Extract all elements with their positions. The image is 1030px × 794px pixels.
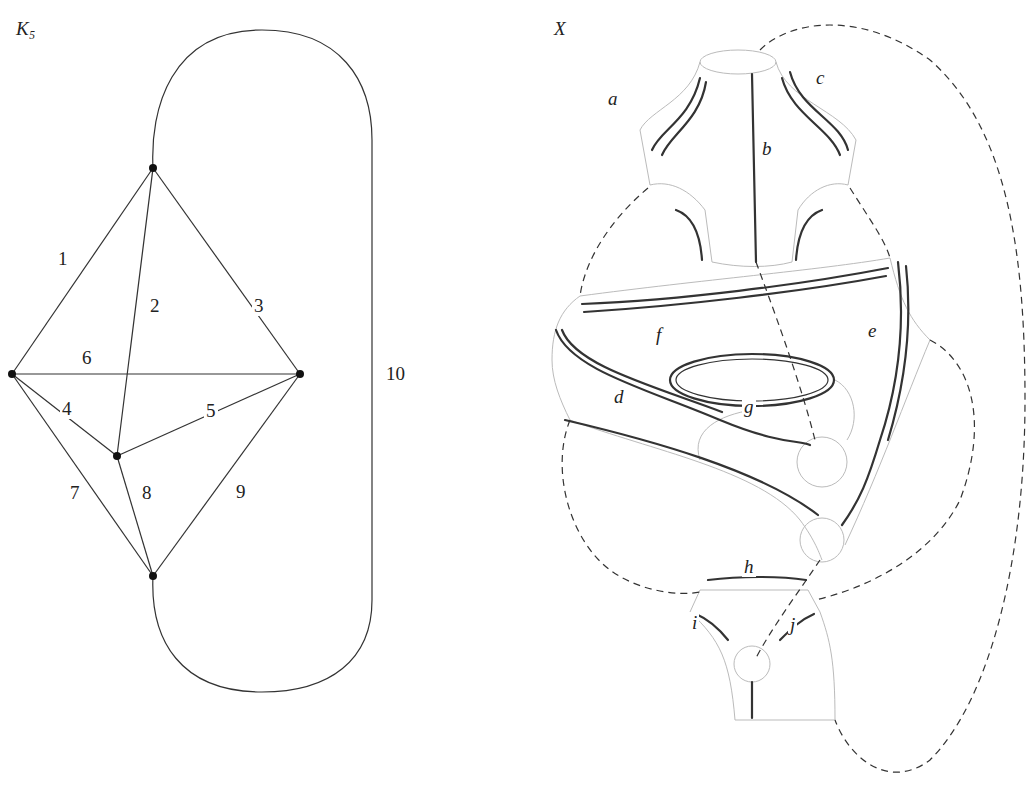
dashed-curve (756, 262, 815, 440)
edge-number: 8 (140, 482, 154, 503)
surface-curves (565, 420, 818, 515)
surface-curves (751, 682, 753, 718)
edge-number: 4 (60, 398, 74, 419)
surface-edge (845, 258, 930, 545)
curve-j (676, 359, 828, 401)
curve-label: g (742, 396, 756, 417)
graph-edge (12, 374, 117, 456)
dashed-curve (562, 420, 700, 593)
edge-number: 3 (252, 295, 266, 316)
dashed-curve (815, 340, 974, 600)
edge-number: 10 (384, 363, 407, 384)
surface-edge (690, 590, 835, 720)
curve-g (696, 614, 728, 640)
curve-label: a (606, 88, 620, 109)
graph-edge (12, 168, 153, 374)
curve-f (582, 268, 888, 312)
surface-edge (552, 296, 822, 560)
vertex-dot (149, 572, 157, 580)
dashed-curve (760, 25, 1025, 772)
boundary-circle (800, 518, 844, 562)
boundary-circle (797, 437, 847, 487)
graph-edge (153, 168, 300, 374)
surface-title: X (552, 18, 568, 39)
gluing-dashes (562, 25, 1025, 772)
boundary-circle (734, 646, 770, 682)
dashed-curve (850, 188, 890, 258)
edge-number: 2 (148, 295, 162, 316)
graph-title: K₅ (14, 18, 37, 39)
graph-edge (153, 30, 372, 692)
edge-number: 5 (204, 400, 218, 421)
curve-label: f (654, 324, 663, 345)
curve-label: b (760, 138, 774, 159)
curve-label: h (742, 556, 756, 577)
graph-edge (117, 456, 153, 576)
graph-edge (12, 373, 300, 374)
curve-h (780, 614, 814, 640)
surface-edge (792, 184, 848, 262)
dashed-curve (755, 560, 820, 660)
surface-edge (640, 62, 700, 185)
boundary-circle (700, 50, 776, 74)
curve-label: e (866, 320, 878, 341)
surface-curves (676, 210, 822, 260)
curve-label: c (814, 67, 826, 88)
surface-edge (776, 62, 856, 185)
graph-vertices (8, 164, 304, 580)
vertex-dot (113, 452, 121, 460)
k5-graph (12, 30, 372, 692)
surface-edge (650, 184, 712, 262)
curve-b (752, 74, 756, 262)
curve-i (708, 577, 806, 580)
edge-number: 1 (56, 248, 70, 269)
curve-label: i (690, 612, 699, 633)
curve-label: j (788, 614, 797, 635)
surface-curves (556, 72, 908, 718)
vertex-dot (8, 370, 16, 378)
curve-label: d (612, 386, 626, 407)
vertex-dot (296, 370, 304, 378)
dashed-curve (580, 188, 648, 296)
curve-e (842, 262, 908, 525)
edge-number: 9 (234, 481, 248, 502)
graph-edge (153, 374, 300, 576)
curve-a (652, 78, 706, 155)
edge-number: 7 (68, 482, 82, 503)
vertex-dot (149, 164, 157, 172)
graph-edge (117, 374, 300, 456)
surface-edge (712, 262, 792, 267)
edge-number: 6 (80, 347, 94, 368)
graph-edge (12, 374, 153, 576)
surface-outline (552, 50, 930, 720)
